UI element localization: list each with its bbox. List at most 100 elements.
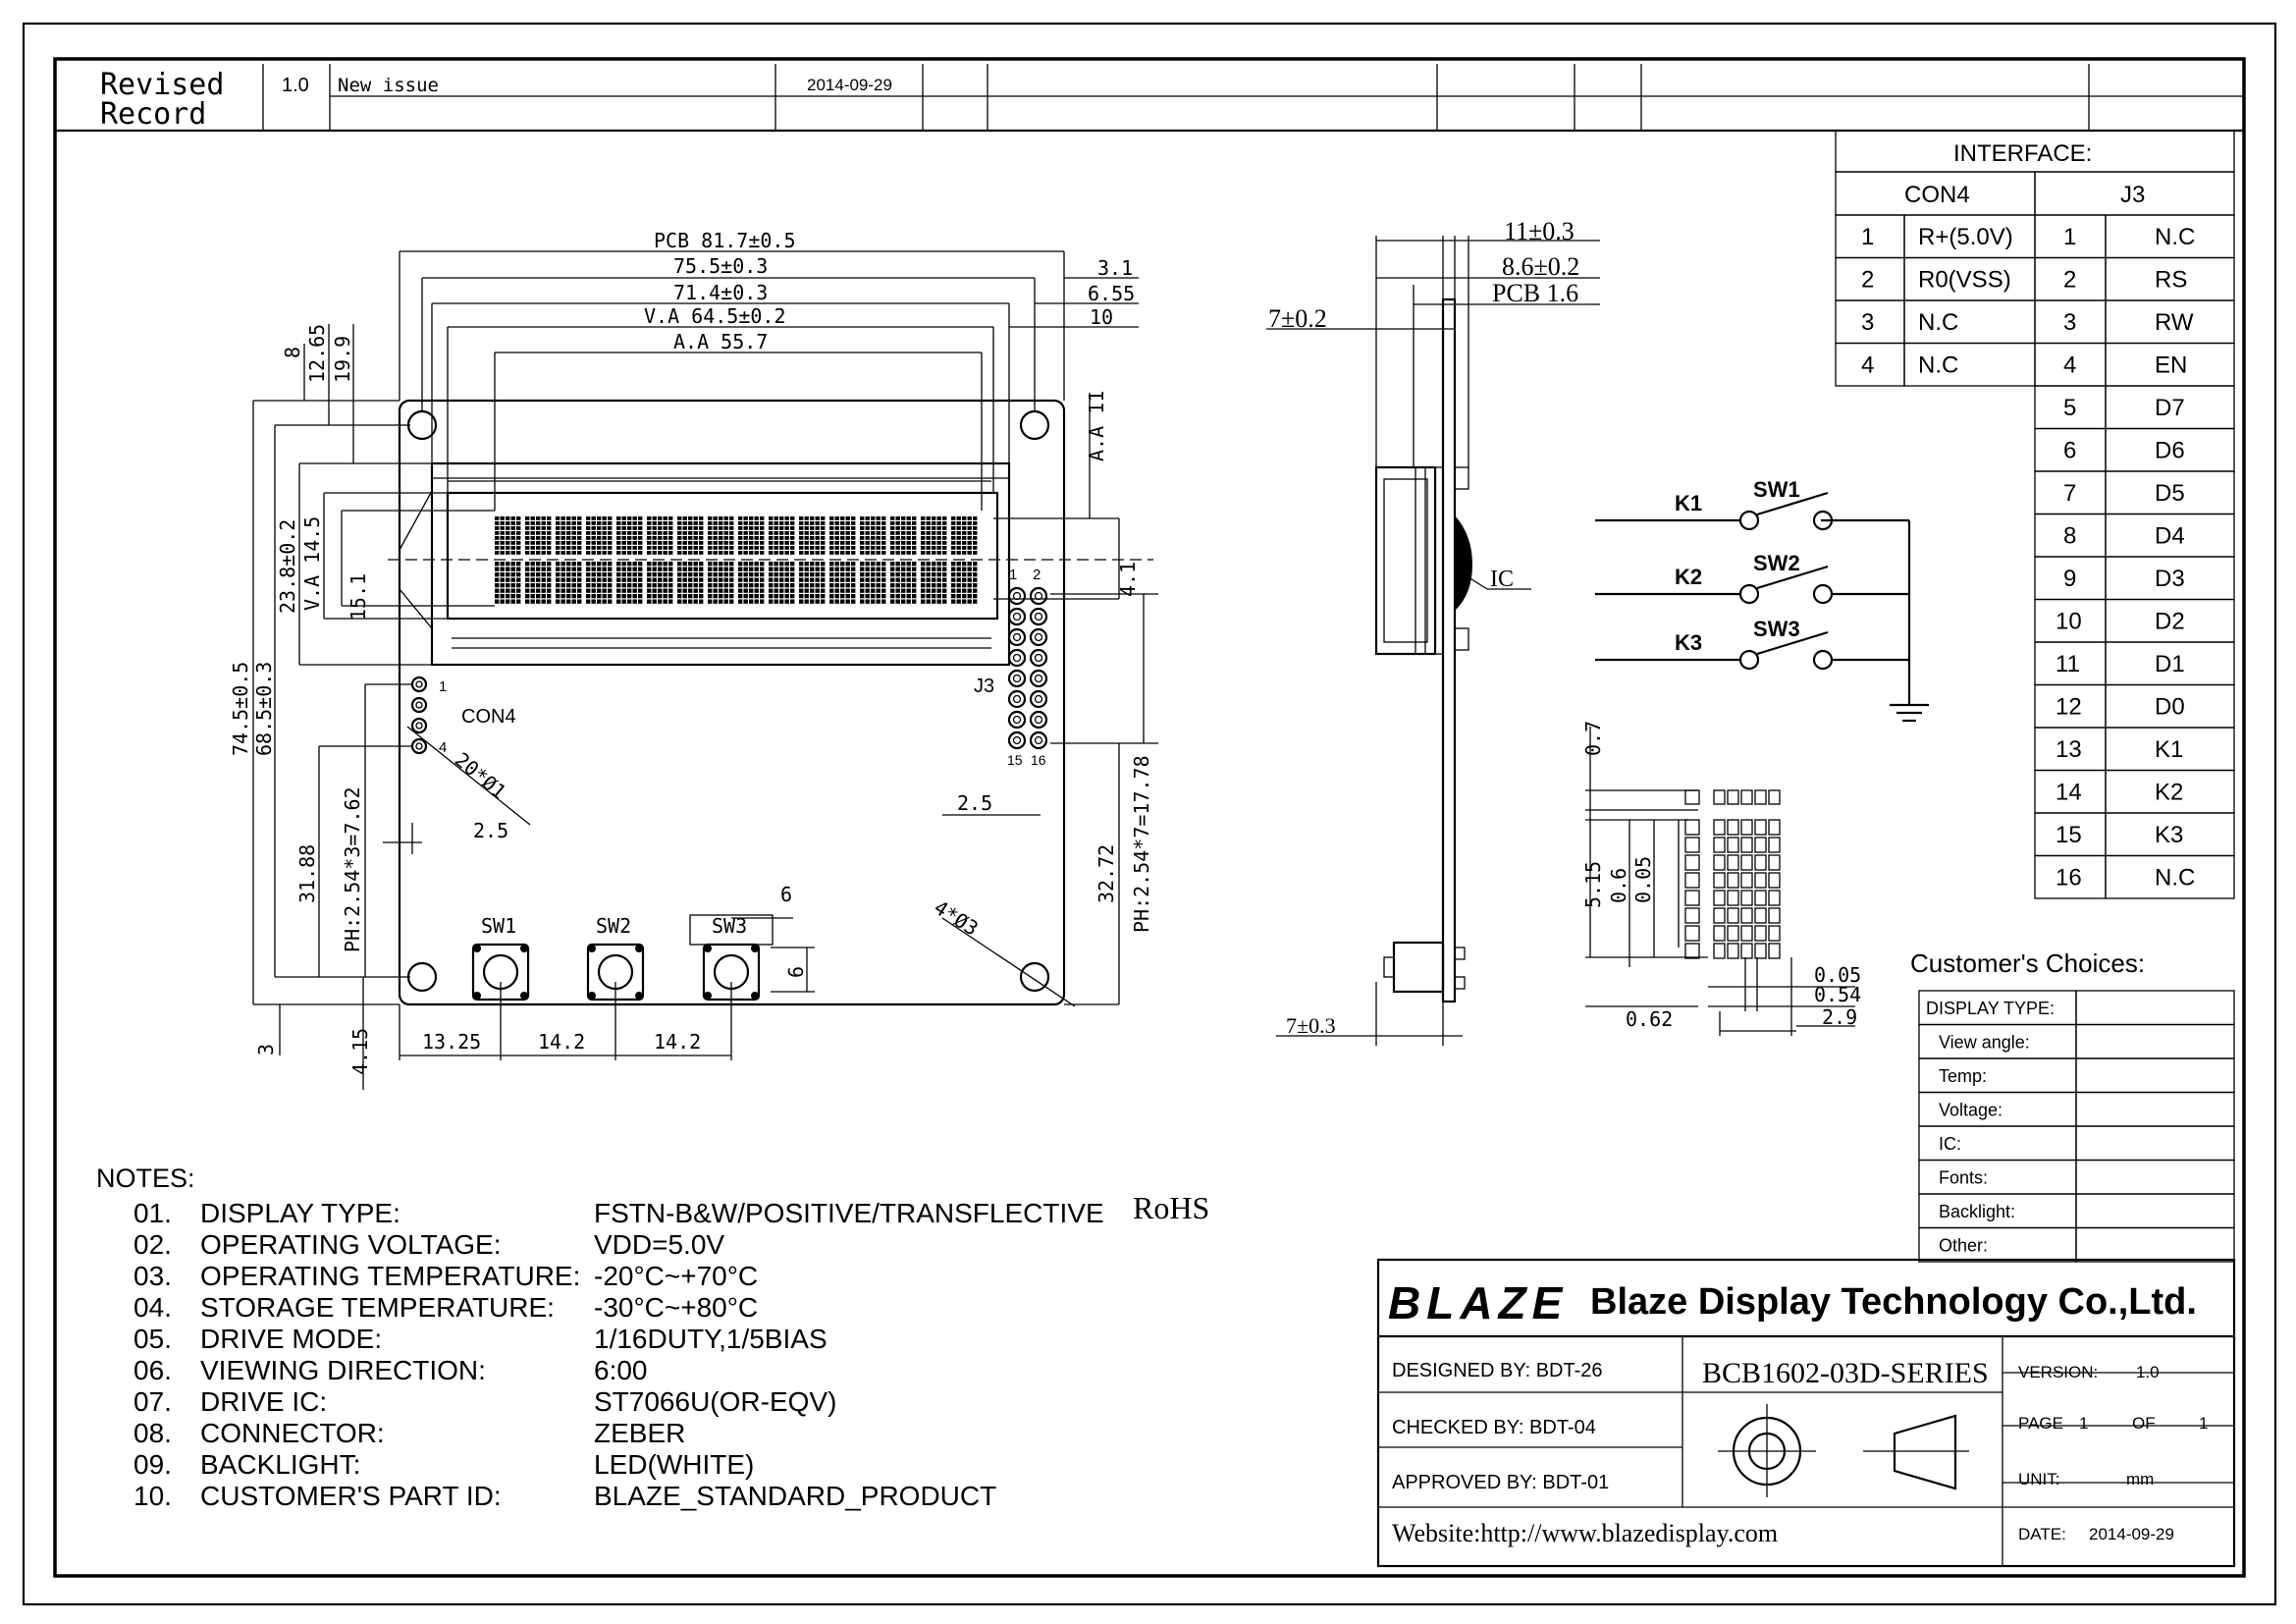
dim-mount-holes: 4*Ø3: [930, 895, 983, 941]
page-label: PAGE: [2018, 1414, 2063, 1433]
lcd-character-cell: [890, 562, 917, 604]
con4-pin-name: N.C: [1918, 352, 1958, 379]
note-label: DRIVE IC:: [200, 1386, 327, 1417]
side-pcb: [1441, 298, 1457, 1003]
j3-pin: [1007, 669, 1027, 688]
schematic-switch-label: SW1: [1753, 477, 1800, 502]
j3-pin-name: D1: [2155, 651, 2185, 677]
note-label: STORAGE TEMPERATURE:: [200, 1292, 555, 1323]
lcd-character-cell: [738, 516, 765, 555]
note-value: FSTN-B&W/POSITIVE/TRANSFLECTIVE: [594, 1198, 1104, 1228]
dim-j3-offset: 2.5: [957, 791, 992, 815]
note-label: OPERATING TEMPERATURE:: [200, 1261, 580, 1291]
pix-dim-0-62: 0.62: [1626, 1007, 1673, 1031]
of-value: 1: [2199, 1414, 2208, 1433]
date-label: DATE:: [2018, 1525, 2066, 1543]
j3-header: J3: [2120, 182, 2145, 208]
j3-pin-number: 12: [2056, 694, 2082, 721]
customer-choice-label: Temp:: [1939, 1066, 1987, 1086]
j3-pin: [1007, 586, 1027, 606]
note-number: 09.: [133, 1449, 172, 1480]
note-rohs: RoHS: [1133, 1190, 1209, 1225]
con4-pins: [410, 676, 428, 755]
pix-dim-0-7: 0.7: [1581, 721, 1605, 756]
note-value: BLAZE_STANDARD_PRODUCT: [594, 1481, 996, 1511]
lcd-character-cell: [951, 516, 978, 555]
pix-dim-0-54: 0.54: [1814, 983, 1861, 1006]
j3-pin: [1007, 731, 1027, 750]
note-value: ST7066U(OR-EQV): [594, 1386, 836, 1417]
note-value: -30°C~+80°C: [594, 1292, 758, 1323]
note-value: ZEBER: [594, 1418, 685, 1448]
lcd-character-cell: [495, 516, 521, 555]
customer-choice-label: IC:: [1939, 1134, 1961, 1154]
date-value: 2014-09-29: [2089, 1525, 2174, 1543]
j3-pin-name: K3: [2155, 822, 2183, 848]
note-value: 1/16DUTY,1/5BIAS: [594, 1324, 828, 1354]
company-logo: BLAZE: [1388, 1277, 1568, 1328]
checked-by: CHECKED BY: BDT-04: [1392, 1417, 1596, 1438]
dim-13-25: 13.25: [422, 1030, 481, 1054]
revision-description: New issue: [338, 75, 439, 96]
dim-left-8: 8: [281, 347, 304, 358]
con4-pin-number: 1: [1861, 224, 1874, 250]
lcd-viewing-area: [446, 491, 999, 621]
logo-text: BLAZE: [1388, 1277, 1568, 1328]
customer-choice-label: Voltage:: [1939, 1101, 2002, 1120]
j3-pin-name: D3: [2155, 566, 2185, 592]
j3-pin: [1007, 648, 1027, 668]
lcd-character-cell: [525, 562, 552, 604]
lcd-character-cell: [738, 562, 765, 604]
j3-pin: [1029, 689, 1048, 709]
note-label: BACKLIGHT:: [200, 1449, 360, 1480]
note-label: CUSTOMER'S PART ID:: [200, 1481, 502, 1511]
dim-32-72: 32.72: [1095, 844, 1118, 903]
con4-pin-number: 4: [1861, 352, 1874, 379]
j3-pin: [1007, 627, 1027, 647]
j3-pin-name: D4: [2155, 523, 2185, 550]
j3-pin: [1029, 669, 1048, 688]
schematic-switch-label: SW2: [1753, 551, 1800, 575]
dim-right-6-55: 6.55: [1088, 282, 1135, 305]
j3-pin-number: 1: [2063, 224, 2076, 250]
dim-hole-pitch: 71.4±0.3: [673, 281, 768, 304]
page-value: 1: [2079, 1414, 2088, 1433]
lcd-character-cell: [769, 562, 795, 604]
dim-bottom-3: 3: [254, 1044, 278, 1056]
j3-pin: [1007, 607, 1027, 626]
j3-pin-number: 13: [2056, 736, 2082, 763]
note-label: VIEWING DIRECTION:: [200, 1355, 486, 1385]
j3-pin-number: 11: [2056, 651, 2080, 677]
interface-title: INTERFACE:: [1953, 140, 2092, 167]
con4-pin-name: N.C: [1918, 309, 1958, 336]
j3-pin-number: 10: [2056, 609, 2082, 635]
customer-choice-label: View angle:: [1939, 1033, 2030, 1053]
j3-pin-name: K2: [2155, 780, 2183, 806]
mount-hole: [1019, 409, 1050, 441]
j3-pin: [1029, 731, 1048, 750]
side-ic-label: IC: [1490, 567, 1514, 592]
lcd-character-cell: [677, 516, 704, 555]
note-label: DISPLAY TYPE:: [200, 1198, 400, 1228]
j3-pin: [1007, 689, 1027, 709]
con4-pin1-label: 1: [439, 678, 447, 695]
note-number: 07.: [133, 1386, 172, 1417]
revision-bar: Revised Record 1.0 New issue 2014-09-29: [55, 64, 2244, 133]
mount-hole: [1019, 961, 1050, 993]
dim-j3-pitch: PH:2.54*7=17.78: [1130, 755, 1153, 933]
note-label: OPERATING VOLTAGE:: [200, 1229, 502, 1260]
lcd-character-cell: [647, 516, 673, 555]
dim-aa-width: A.A 55.7: [673, 330, 768, 353]
revision-version: 1.0: [282, 75, 309, 96]
note-number: 05.: [133, 1324, 172, 1354]
unit-label: UNIT:: [2018, 1470, 2060, 1489]
note-label: DRIVE MODE:: [200, 1324, 382, 1354]
dim-14-2-b: 14.2: [654, 1030, 701, 1054]
lcd-character-cell: [769, 516, 795, 555]
lcd-character-cell: [829, 562, 856, 604]
dim-right-3-1: 3.1: [1097, 256, 1133, 280]
